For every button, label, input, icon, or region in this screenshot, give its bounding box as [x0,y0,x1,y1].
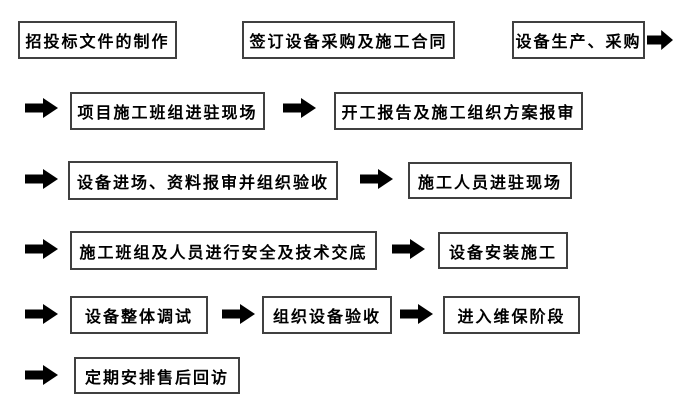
step-regular-after-sales-visits: 定期安排售后回访 [74,357,240,394]
step-equipment-arrival-data-review-acceptance: 设备进场、资料报审并组织验收 [68,161,338,200]
step-organize-equipment-acceptance: 组织设备验收 [262,296,392,334]
flow-arrow-icon [25,169,58,189]
flow-arrow-icon [25,304,58,324]
step-bid-document-preparation: 招投标文件的制作 [18,21,177,59]
flow-arrow-icon [25,98,58,118]
step-enter-maintenance-phase: 进入维保阶段 [443,296,580,334]
flow-arrow-icon [283,98,316,118]
flow-arrow-icon [222,304,255,324]
flow-arrow-icon [25,239,58,259]
step-commencement-report-plan-submission: 开工报告及施工组织方案报审 [334,92,583,130]
step-sign-procurement-construction-contract: 签订设备采购及施工合同 [242,21,455,59]
flow-arrow-icon [647,30,673,50]
step-construction-personnel-enter-site: 施工人员进驻现场 [408,162,572,199]
step-safety-technical-disclosure: 施工班组及人员进行安全及技术交底 [70,231,377,270]
flow-arrow-icon [25,365,58,385]
step-project-team-enter-site: 项目施工班组进驻现场 [70,92,265,130]
flow-arrow-icon [400,304,433,324]
step-equipment-production-procurement: 设备生产、采购 [512,21,645,59]
flow-arrow-icon [360,169,393,189]
step-equipment-installation: 设备安装施工 [438,232,568,269]
step-overall-equipment-debugging: 设备整体调试 [70,296,208,334]
flow-arrow-icon [392,239,425,259]
